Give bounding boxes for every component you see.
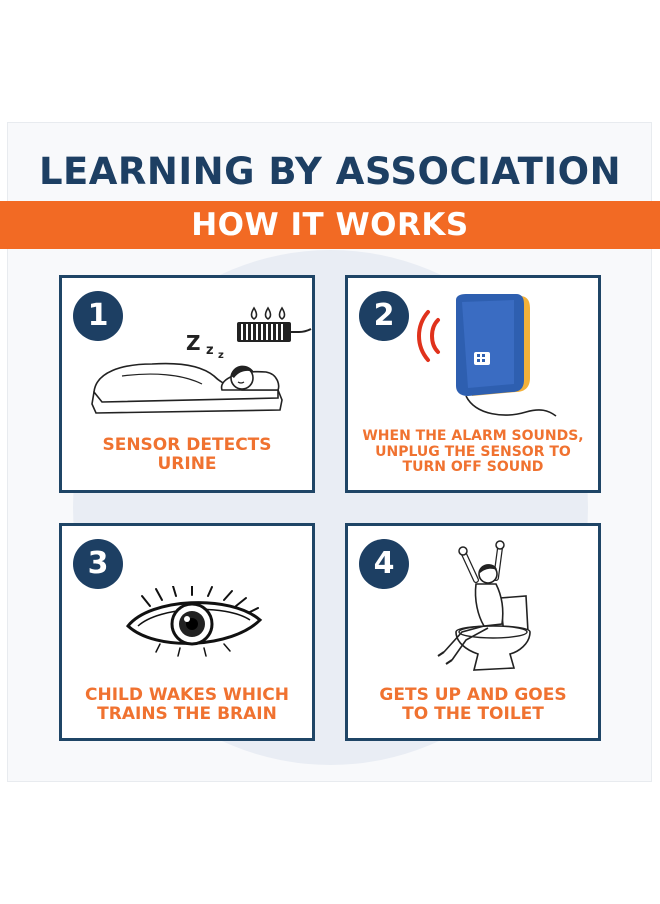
step-card-1: 1 Z z z SENSOR DETECTS URINE <box>59 275 315 493</box>
caption-line: TURN OFF SOUND <box>402 459 544 476</box>
step-card-2: 2 WHEN THE ALARM SOUNDS, UNPLUG THE SENS… <box>345 275 601 493</box>
banner-label: HOW IT WORKS <box>191 207 469 243</box>
alarm-device-icon <box>417 294 557 417</box>
step-number-badge: 3 <box>73 539 123 589</box>
step-caption: WHEN THE ALARM SOUNDS, UNPLUG THE SENSOR… <box>354 428 592 476</box>
caption-line: WHEN THE ALARM SOUNDS, <box>362 428 584 444</box>
caption-line: CHILD WAKES WHICH <box>85 685 289 705</box>
page-title: LEARNING BY ASSOCIATION <box>38 150 622 193</box>
caption-line: TO THE TOILET <box>402 704 544 725</box>
caption-line: UNPLUG THE SENSOR TO <box>375 443 571 460</box>
step-number-badge: 2 <box>359 291 409 341</box>
svg-text:z: z <box>218 350 224 361</box>
step-card-4: 4 GETS UP AND GOES TO THE TOILET <box>345 523 601 741</box>
caption-line: GETS UP AND GOES <box>379 685 567 705</box>
caption-line: TRAINS THE BRAIN <box>97 704 277 725</box>
caption-line: SENSOR DETECTS <box>102 435 272 455</box>
child-on-toilet-icon <box>437 540 531 671</box>
step-card-3: 3 CHILD WAKES WHICH TRAINS THE BRAIN <box>59 523 315 741</box>
step-caption: SENSOR DETECTS URINE <box>68 435 306 475</box>
step-caption: CHILD WAKES WHICH TRAINS THE BRAIN <box>68 685 306 725</box>
how-it-works-banner: HOW IT WORKS <box>0 201 660 249</box>
sleeping-child-with-sensor-icon: Z z z <box>91 306 312 414</box>
step-number-badge: 1 <box>73 291 123 341</box>
svg-text:z: z <box>206 343 214 358</box>
step-number-badge: 4 <box>359 539 409 589</box>
step-caption: GETS UP AND GOES TO THE TOILET <box>354 685 592 725</box>
svg-text:Z: Z <box>186 331 201 355</box>
caption-line: URINE <box>157 454 217 475</box>
eye-icon <box>125 586 263 657</box>
